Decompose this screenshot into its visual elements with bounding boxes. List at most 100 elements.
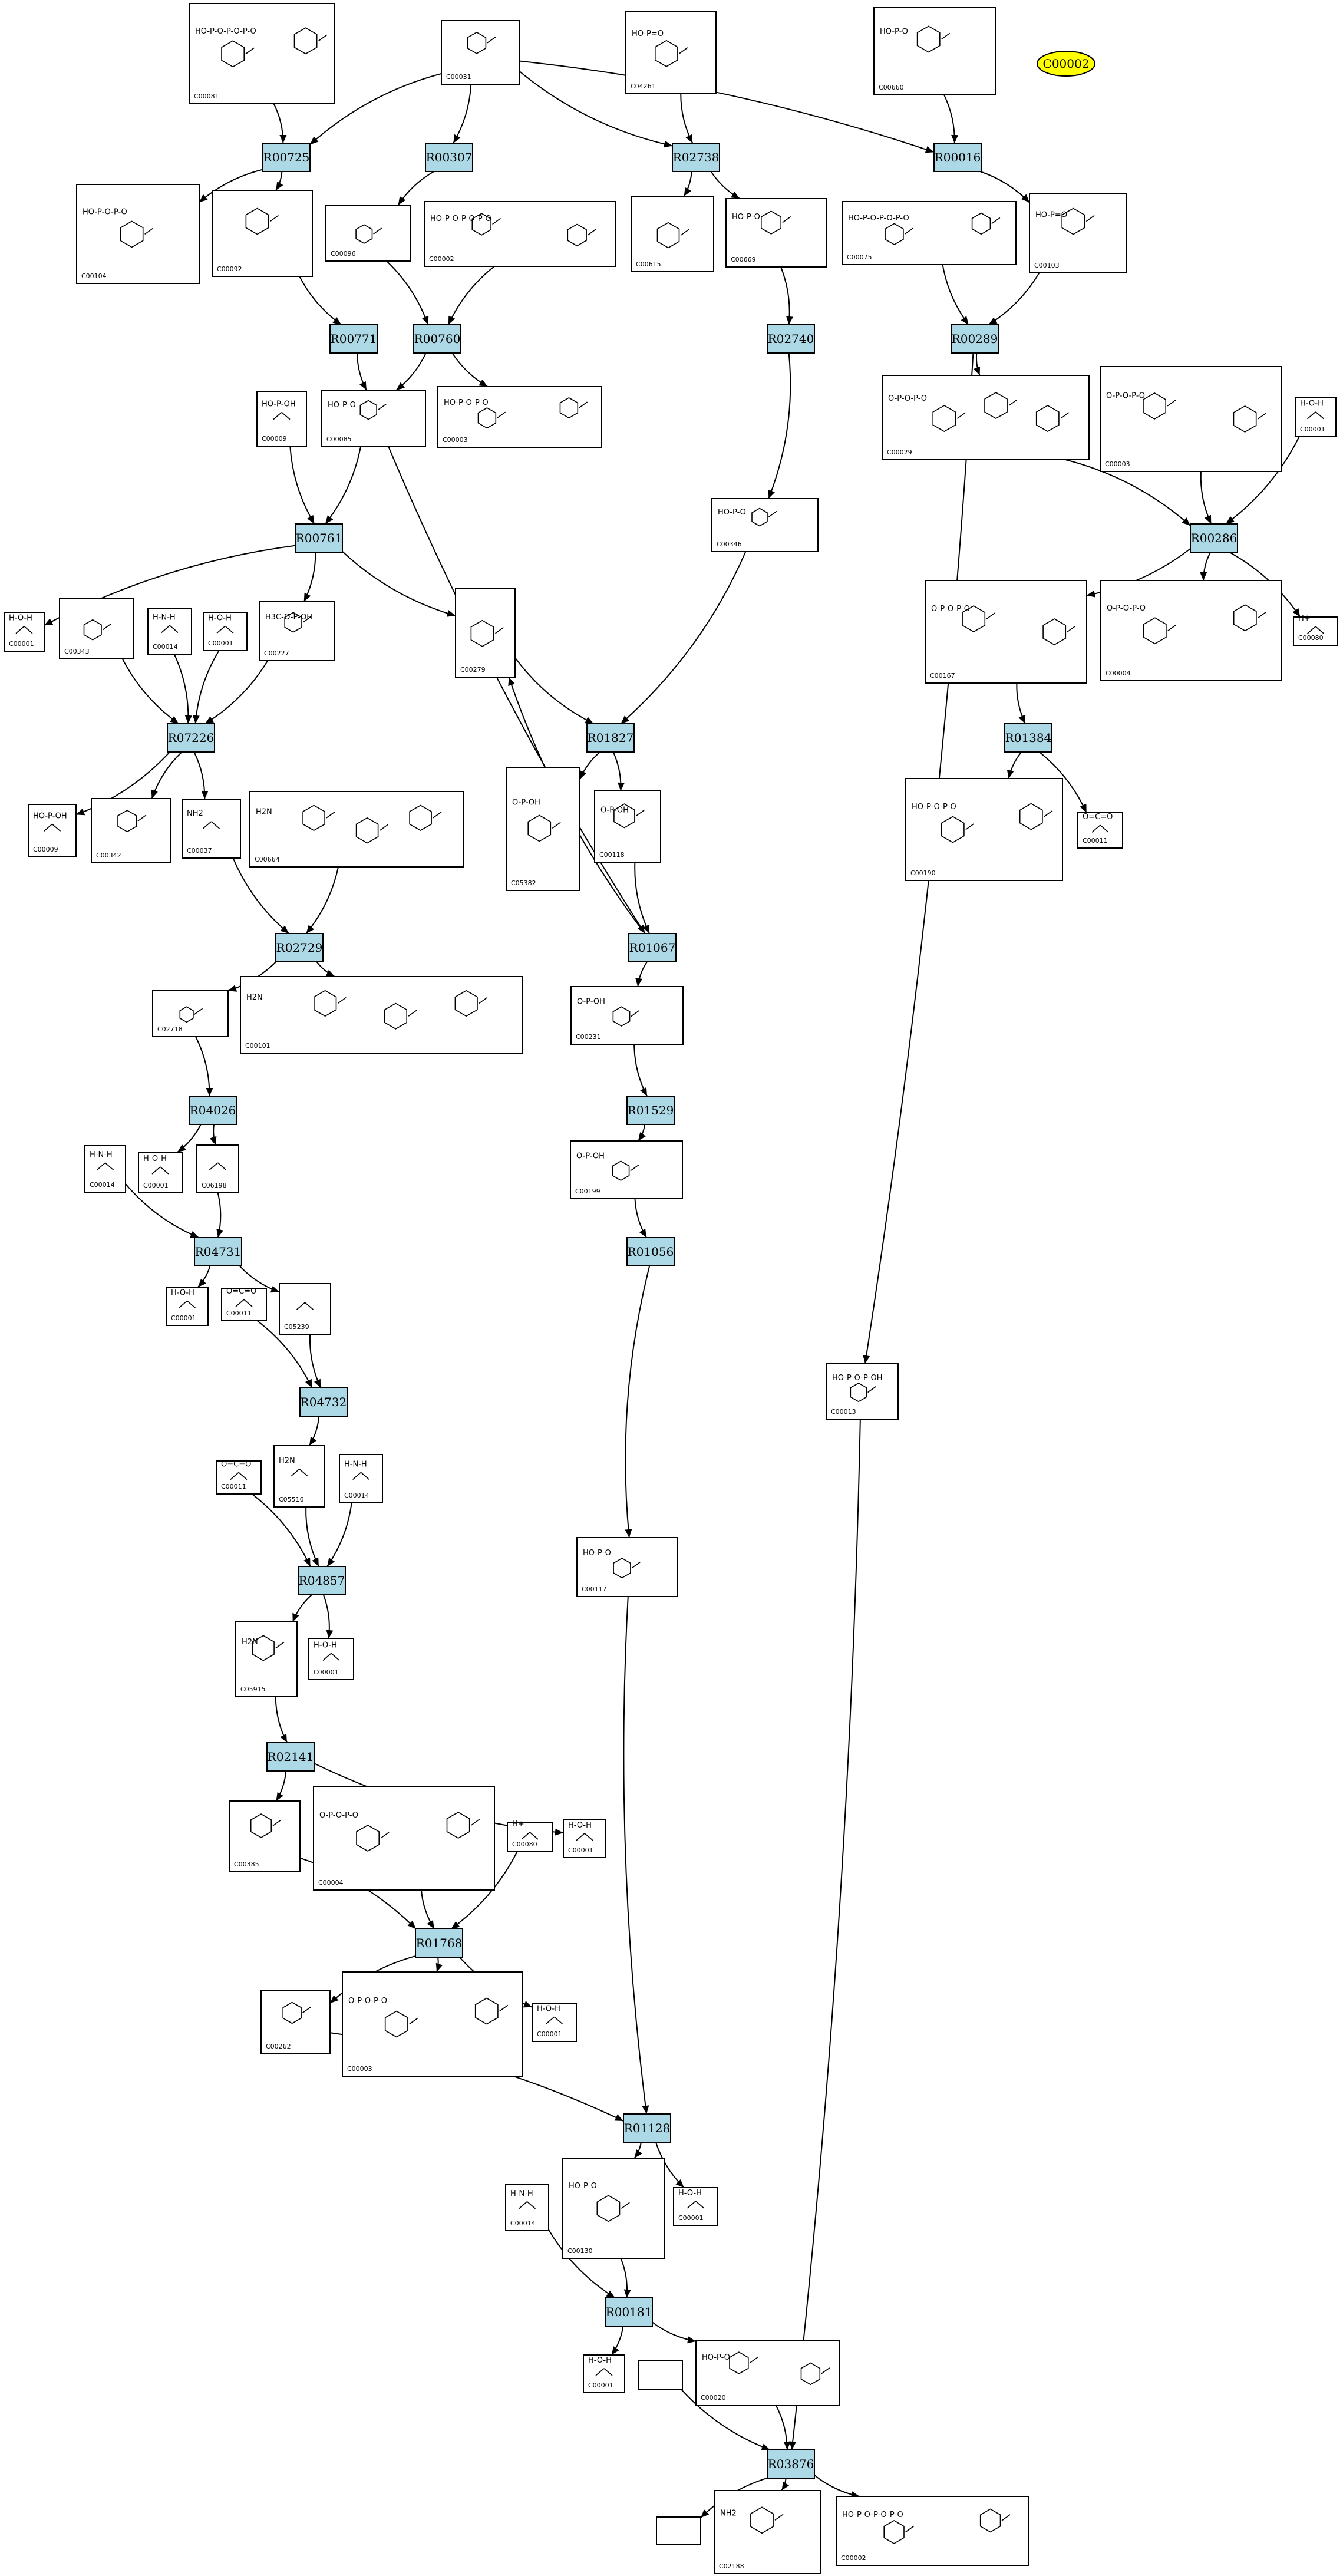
compound-box[interactable] (342, 1971, 523, 2077)
compound-c00615[interactable]: C00615 (631, 196, 714, 272)
compound-c00096[interactable]: C00096 (325, 205, 411, 262)
compound-box[interactable] (138, 1152, 183, 1193)
compound-c00343[interactable]: C00343 (59, 598, 134, 659)
reaction-r07226[interactable]: R07226 (167, 723, 215, 753)
reaction-r02729[interactable]: R02729 (275, 933, 324, 962)
compound-box[interactable] (836, 2496, 1029, 2566)
reaction-r01384[interactable]: R01384 (1004, 723, 1052, 753)
reaction-box[interactable] (298, 1566, 346, 1595)
compound-blank[interactable] (638, 2360, 683, 2390)
compound-box[interactable] (506, 767, 580, 891)
reaction-box[interactable] (933, 143, 982, 172)
compound-c02718[interactable]: C02718 (152, 990, 229, 1037)
compound-box[interactable] (152, 990, 229, 1037)
compound-box[interactable] (91, 798, 171, 863)
reaction-box[interactable] (275, 933, 324, 962)
reaction-r04857[interactable]: R04857 (298, 1566, 346, 1595)
reaction-box[interactable] (299, 1387, 348, 1417)
compound-box[interactable] (532, 2003, 577, 2042)
compound-box[interactable] (1100, 580, 1282, 681)
compound-box[interactable] (638, 2360, 683, 2390)
compound-box[interactable] (455, 588, 516, 678)
reaction-box[interactable] (767, 324, 815, 354)
compound-box[interactable] (325, 205, 411, 262)
compound-box[interactable] (59, 598, 134, 659)
compound-box[interactable] (196, 1144, 239, 1193)
reaction-r01529[interactable]: R01529 (626, 1096, 675, 1125)
reaction-box[interactable] (767, 2449, 815, 2479)
compound-c06198[interactable]: C06198 (196, 1144, 239, 1193)
compound-c00031[interactable]: C00031 (441, 20, 520, 85)
reaction-r00761[interactable]: R00761 (295, 523, 343, 553)
compound-box[interactable] (576, 1537, 678, 1597)
reaction-r00181[interactable]: R00181 (605, 2297, 653, 2327)
compound-box[interactable] (925, 580, 1087, 684)
compound-box[interactable] (1293, 616, 1338, 646)
compound-c00262[interactable]: C00262 (260, 1990, 331, 2054)
reaction-r01067[interactable]: R01067 (628, 933, 677, 962)
reaction-r04732[interactable]: R04732 (299, 1387, 348, 1417)
reaction-r01768[interactable]: R01768 (415, 1928, 463, 1958)
compound-box[interactable] (505, 2184, 549, 2231)
compound-box[interactable] (583, 2354, 625, 2393)
compound-c00092[interactable]: C00092 (212, 190, 313, 277)
compound-c05239[interactable]: C05239 (279, 1283, 331, 1335)
compound-box[interactable] (229, 1800, 301, 1872)
compound-box[interactable] (842, 201, 1017, 265)
reaction-box[interactable] (262, 143, 311, 172)
reaction-box[interactable] (623, 2113, 671, 2143)
compound-box[interactable] (1295, 397, 1337, 437)
compound-blank[interactable] (656, 2516, 701, 2545)
reaction-box[interactable] (951, 324, 999, 354)
compound-box[interactable] (28, 804, 77, 857)
reaction-box[interactable] (626, 1096, 675, 1125)
reaction-r00771[interactable]: R00771 (329, 324, 378, 354)
reaction-box[interactable] (413, 324, 461, 354)
compound-box[interactable] (256, 391, 307, 447)
compound-box[interactable] (570, 1140, 683, 1199)
compound-box[interactable] (1077, 812, 1123, 849)
reaction-box[interactable] (329, 324, 378, 354)
reaction-r02141[interactable]: R02141 (266, 1742, 315, 1772)
compound-box[interactable] (570, 986, 684, 1045)
compound-c00080[interactable]: H+C00080 (1293, 614, 1338, 646)
reaction-box[interactable] (628, 933, 677, 962)
reaction-r02738[interactable]: R02738 (672, 143, 720, 172)
reaction-box[interactable] (672, 143, 720, 172)
reaction-box[interactable] (626, 1237, 675, 1266)
compound-box[interactable] (437, 386, 602, 448)
reaction-box[interactable] (586, 723, 635, 753)
compound-box[interactable] (1029, 193, 1127, 273)
compound-box[interactable] (84, 1145, 126, 1193)
compound-c00342[interactable]: C00342 (91, 798, 171, 863)
reaction-box[interactable] (1190, 523, 1238, 553)
compound-box[interactable] (507, 1822, 553, 1852)
reaction-r00307[interactable]: R00307 (425, 143, 473, 172)
compound-box[interactable] (216, 1460, 262, 1495)
compound-box[interactable] (240, 976, 523, 1054)
compound-box[interactable] (826, 1363, 899, 1420)
compound-box[interactable] (714, 2490, 821, 2574)
